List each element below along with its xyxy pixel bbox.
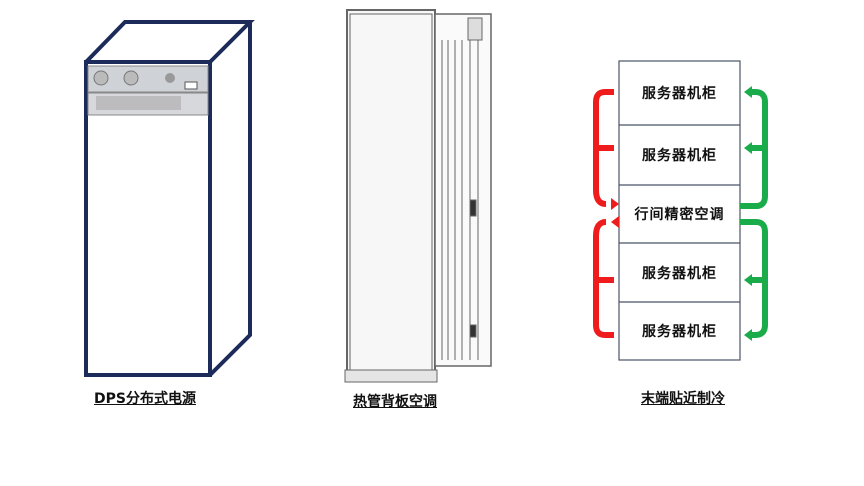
- heat-pipe-backplane-unit: [344, 9, 492, 383]
- inrow-ac-unit: 行间精密空调: [634, 207, 725, 223]
- server-cabinet-2: 服务器机柜: [642, 148, 717, 164]
- caption-dps: DPS分布式电源: [94, 391, 196, 407]
- caption-heat-pipe: 热管背板空调: [353, 394, 437, 410]
- row-stack: [618, 60, 741, 361]
- hot-air-arrows: [593, 89, 619, 338]
- cold-air-arrows: [740, 86, 768, 341]
- caption-end-cooling: 末端贴近制冷: [641, 391, 725, 407]
- power-module: [87, 65, 209, 116]
- server-cabinet-4: 服务器机柜: [642, 324, 717, 340]
- server-cabinet-1: 服务器机柜: [642, 86, 717, 102]
- server-cabinet-3: 服务器机柜: [642, 265, 717, 282]
